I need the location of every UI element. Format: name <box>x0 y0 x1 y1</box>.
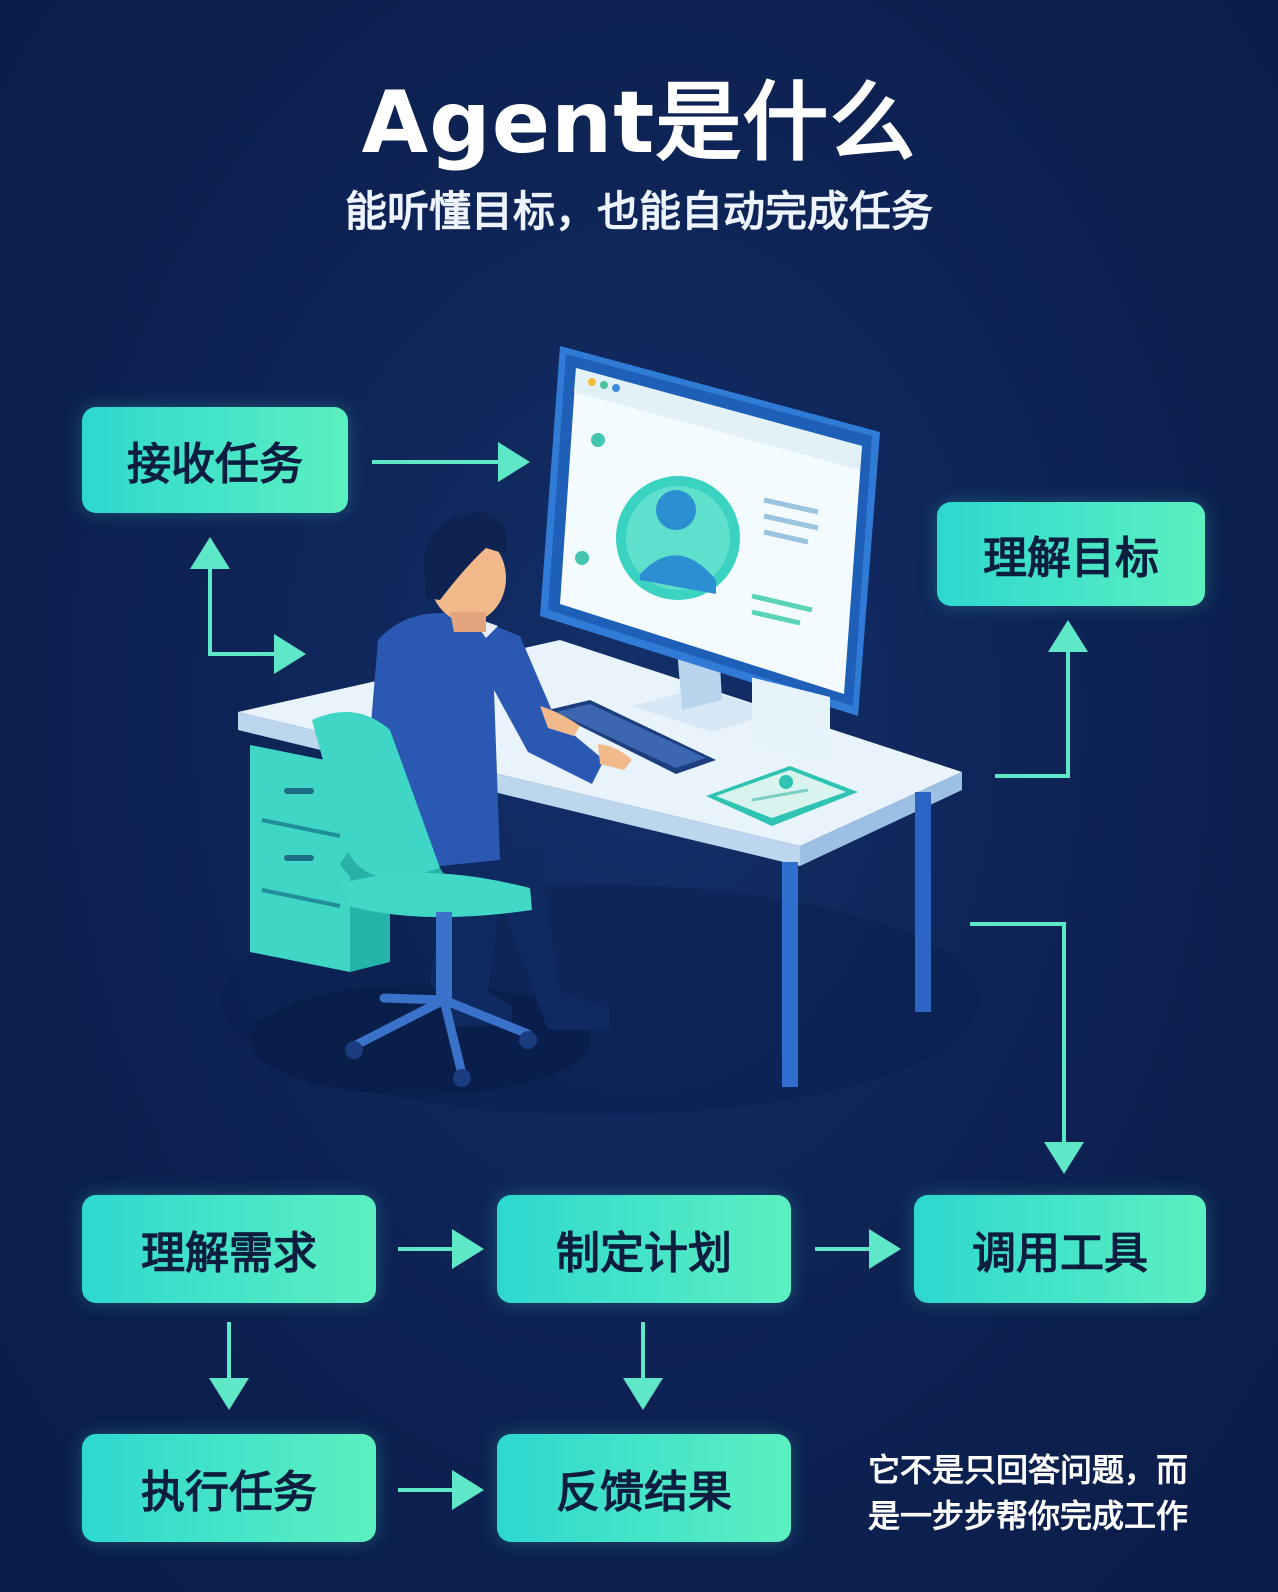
step-call-tools: 调用工具 <box>914 1195 1206 1303</box>
step-receive-task: 接收任务 <box>82 407 348 513</box>
page-subtitle: 能听懂目标，也能自动完成任务 <box>344 187 933 236</box>
step-understand-goal: 理解目标 <box>937 502 1205 606</box>
flow-arrows <box>190 442 1088 1510</box>
step-make-plan: 制定计划 <box>497 1195 791 1303</box>
tablet <box>706 766 858 826</box>
chair <box>312 712 537 1087</box>
arrow-up-to-receive <box>190 537 300 656</box>
step-understand-needs: 理解需求 <box>82 1195 376 1303</box>
page-title: Agent是什么 <box>361 73 917 173</box>
arrow-up-to-goal <box>995 620 1088 778</box>
step-feedback-result: 反馈结果 <box>497 1434 791 1542</box>
summary-note-line1: 它不是只回答问题，而 <box>868 1451 1189 1489</box>
keyboard <box>548 700 716 774</box>
summary-note-line2: 是一步步帮你完成工作 <box>868 1497 1189 1535</box>
monitor <box>540 346 880 763</box>
arrow-down-to-tools <box>970 922 1084 1174</box>
step-execute-task: 执行任务 <box>82 1434 376 1542</box>
summary-note: 它不是只回答问题，而 是一步步帮你完成工作 <box>868 1447 1208 1539</box>
